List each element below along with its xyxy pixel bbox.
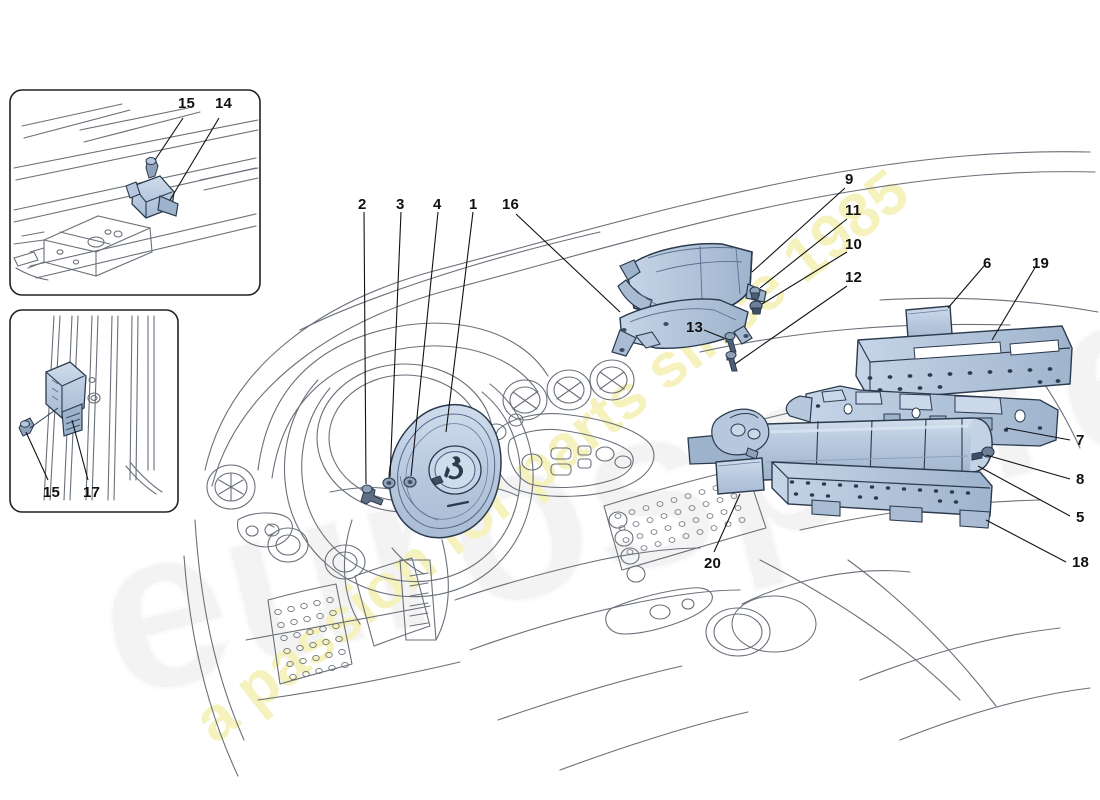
callout-inset-15b: 15 xyxy=(43,484,61,501)
callout-11: 11 xyxy=(845,202,862,219)
dashboard-line-art xyxy=(183,151,1099,777)
callout-4: 4 xyxy=(433,196,442,213)
callout-inset-14: 14 xyxy=(215,95,233,112)
inset-sensor-part xyxy=(125,157,179,219)
part-cover-panel xyxy=(905,305,953,339)
part-control-unit xyxy=(715,457,765,495)
callout-12: 12 xyxy=(845,269,863,286)
callout-5: 5 xyxy=(1076,509,1085,526)
part-passenger-airbag-fasteners xyxy=(724,286,763,372)
part-upper-trim-rail xyxy=(855,325,1073,401)
ferrari-emblem-icon xyxy=(444,456,463,480)
callout-inset-15a: 15 xyxy=(178,95,196,112)
part-driver-airbag xyxy=(388,403,502,539)
inset-front-impact-sensor xyxy=(9,89,261,296)
callout-10: 10 xyxy=(845,236,863,253)
part-lower-rail xyxy=(771,461,993,529)
callout-3: 3 xyxy=(396,196,405,213)
callout-2: 2 xyxy=(358,196,367,213)
part-passenger-airbag-bracket xyxy=(611,298,753,357)
callout-8: 8 xyxy=(1076,471,1085,488)
callout-16: 16 xyxy=(502,196,520,213)
inset-side-impact-sensor xyxy=(9,309,179,513)
callout-13: 13 xyxy=(686,319,704,336)
callout-18: 18 xyxy=(1072,554,1090,571)
callout-1: 1 xyxy=(469,196,478,213)
callout-6: 6 xyxy=(983,255,992,272)
callout-19: 19 xyxy=(1032,255,1050,272)
callout-inset-17: 17 xyxy=(83,484,101,501)
callout-7: 7 xyxy=(1076,432,1085,449)
part-driver-airbag-fasteners xyxy=(360,475,444,506)
callout-9: 9 xyxy=(845,171,854,188)
leader-lines xyxy=(363,187,1071,563)
callout-20: 20 xyxy=(704,555,722,572)
